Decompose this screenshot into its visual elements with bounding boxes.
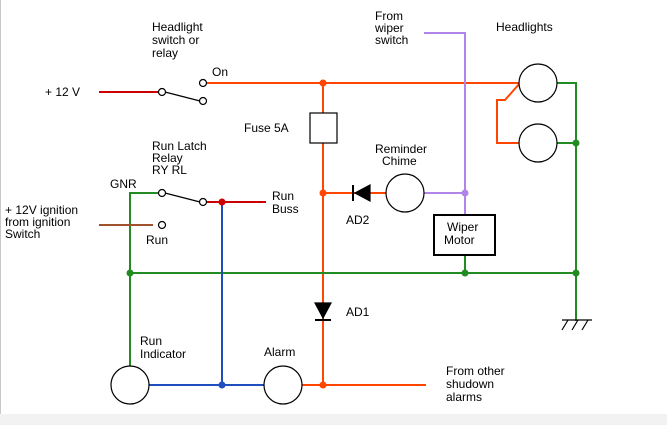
label-run: Run <box>146 233 168 247</box>
headlight-switch-contact-in <box>157 87 167 97</box>
wire-headlight-ground <box>557 82 577 321</box>
junctions <box>126 79 580 389</box>
label-fuse: Fuse 5A <box>244 121 289 135</box>
chassis-ground-icon <box>561 319 592 331</box>
label-on: On <box>212 65 228 79</box>
label-headlight-switch: Headlight switch or relay <box>152 20 206 60</box>
left-edge-line <box>0 0 1 414</box>
junction-fuse-top <box>319 79 327 87</box>
wiper-motor <box>433 214 496 256</box>
label-wiper-motor: Wiper Motor <box>444 220 482 247</box>
junction-headlight-ground <box>572 139 580 147</box>
headlight-switch-blade <box>164 91 201 102</box>
wires <box>99 32 577 386</box>
junction-indicator <box>218 381 226 389</box>
relay-contact-common <box>198 197 208 207</box>
components <box>110 63 592 405</box>
relay-contact-run <box>157 220 167 230</box>
label-ignition: + 12V ignition from ignition Switch <box>5 203 81 241</box>
junction-wiper <box>461 189 469 197</box>
alarm-lamp <box>263 365 303 405</box>
junction-alarm <box>319 381 327 389</box>
label-run-indicator: Run Indicator <box>140 334 186 361</box>
headlight-1 <box>518 63 558 103</box>
headlight-switch-contact-on <box>198 78 208 88</box>
diode-ad1 <box>314 302 332 320</box>
label-ad2: AD2 <box>346 213 370 227</box>
junction-chime <box>319 189 327 197</box>
wire-gnr <box>129 192 161 368</box>
junction-ground-wiper <box>461 269 469 277</box>
headlight-2 <box>518 123 558 163</box>
diode-ad2 <box>353 184 371 202</box>
label-run-buss: Run Buss <box>272 189 299 216</box>
label-headlights: Headlights <box>496 20 553 34</box>
junction-ground-right <box>572 269 580 277</box>
label-run-latch-relay: Run Latch Relay RY RL <box>152 139 210 177</box>
label-from-wiper-switch: From wiper switch <box>374 9 408 47</box>
relay-contact-gnr <box>157 188 167 198</box>
relay-blade <box>164 192 201 203</box>
bottom-strip <box>0 414 667 425</box>
label-alarm: Alarm <box>264 345 295 359</box>
label-plus-12v: + 12 V <box>45 85 80 99</box>
fuse-5a <box>309 112 338 144</box>
junction-run-buss <box>218 198 226 206</box>
label-gnr: GNR <box>110 177 137 191</box>
reminder-chime <box>385 173 425 213</box>
label-reminder-chime: Reminder Chime <box>375 142 430 168</box>
headlight-switch-contact-off <box>198 96 208 106</box>
label-from-other-alarms: From other shudown alarms <box>446 364 508 404</box>
junction-ground-left <box>126 269 134 277</box>
run-indicator-lamp <box>110 365 150 405</box>
wire-from-wiper-switch <box>424 32 466 216</box>
label-ad1: AD1 <box>346 305 370 319</box>
wire-headlight-split <box>496 81 522 144</box>
